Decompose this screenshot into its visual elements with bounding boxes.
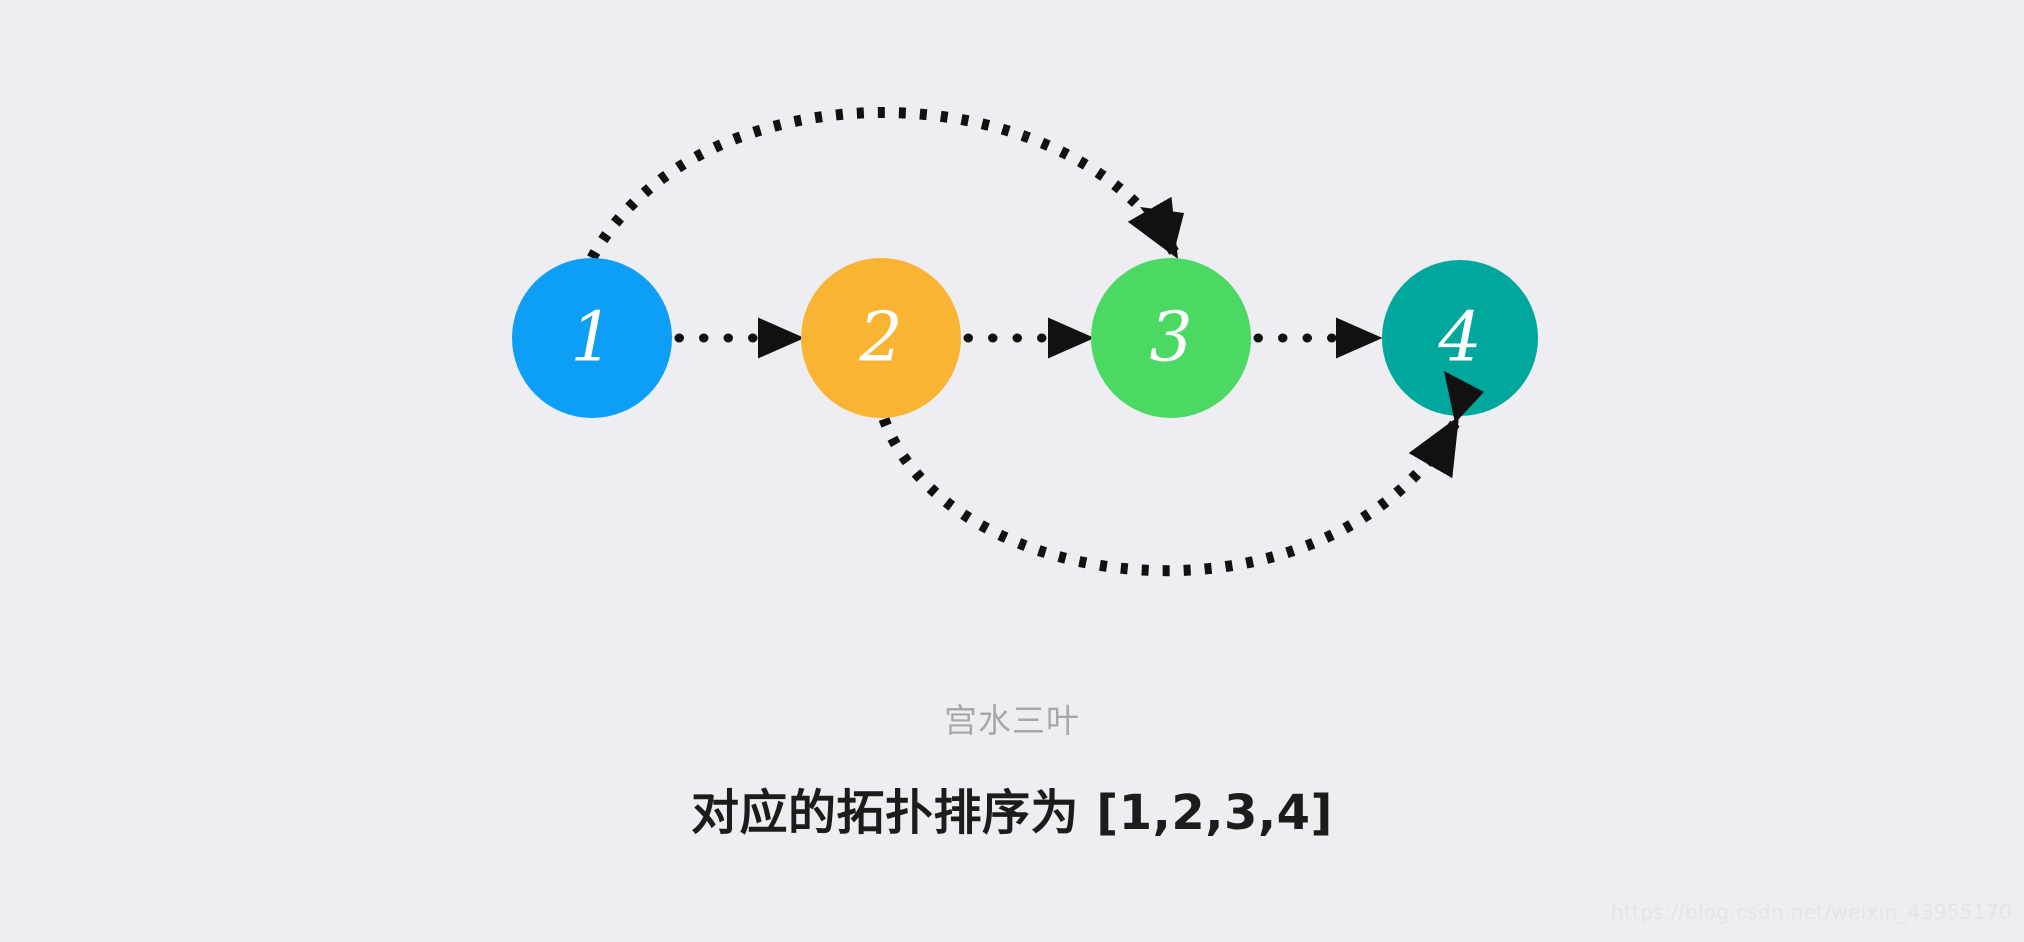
node-4-label: 4 — [1437, 299, 1481, 378]
edge-layer — [587, 107, 1460, 577]
node-4[interactable]: 4 — [1382, 260, 1538, 416]
node-2-circle[interactable] — [801, 258, 961, 418]
signature-text: 宫水三叶 — [944, 701, 1080, 740]
node-1-circle[interactable] — [512, 258, 672, 418]
node-3-circle[interactable] — [1091, 258, 1251, 418]
node-3-label: 3 — [1149, 299, 1192, 378]
arrowhead-into-node-3-icon — [1140, 207, 1184, 252]
arrowhead-into-node-4-icon — [1444, 371, 1484, 423]
edge-1-to-3-arc — [587, 107, 1179, 261]
node-2-label: 2 — [858, 299, 902, 378]
page-caption: 对应的拓扑排序为 [1,2,3,4] — [691, 785, 1333, 841]
edge-2-to-4-arc — [878, 416, 1460, 577]
watermark: https://blog.csdn.net/weixin_43955170 — [1610, 900, 2012, 924]
node-1[interactable]: 1 — [512, 258, 672, 418]
node-3[interactable]: 3 — [1091, 258, 1251, 418]
node-2[interactable]: 2 — [801, 258, 961, 418]
node-layer: 1 2 3 4 — [512, 258, 1538, 418]
node-1-label: 1 — [570, 299, 613, 378]
node-4-circle[interactable] — [1382, 260, 1538, 416]
arrowhead-overlay-layer — [1140, 207, 1484, 423]
